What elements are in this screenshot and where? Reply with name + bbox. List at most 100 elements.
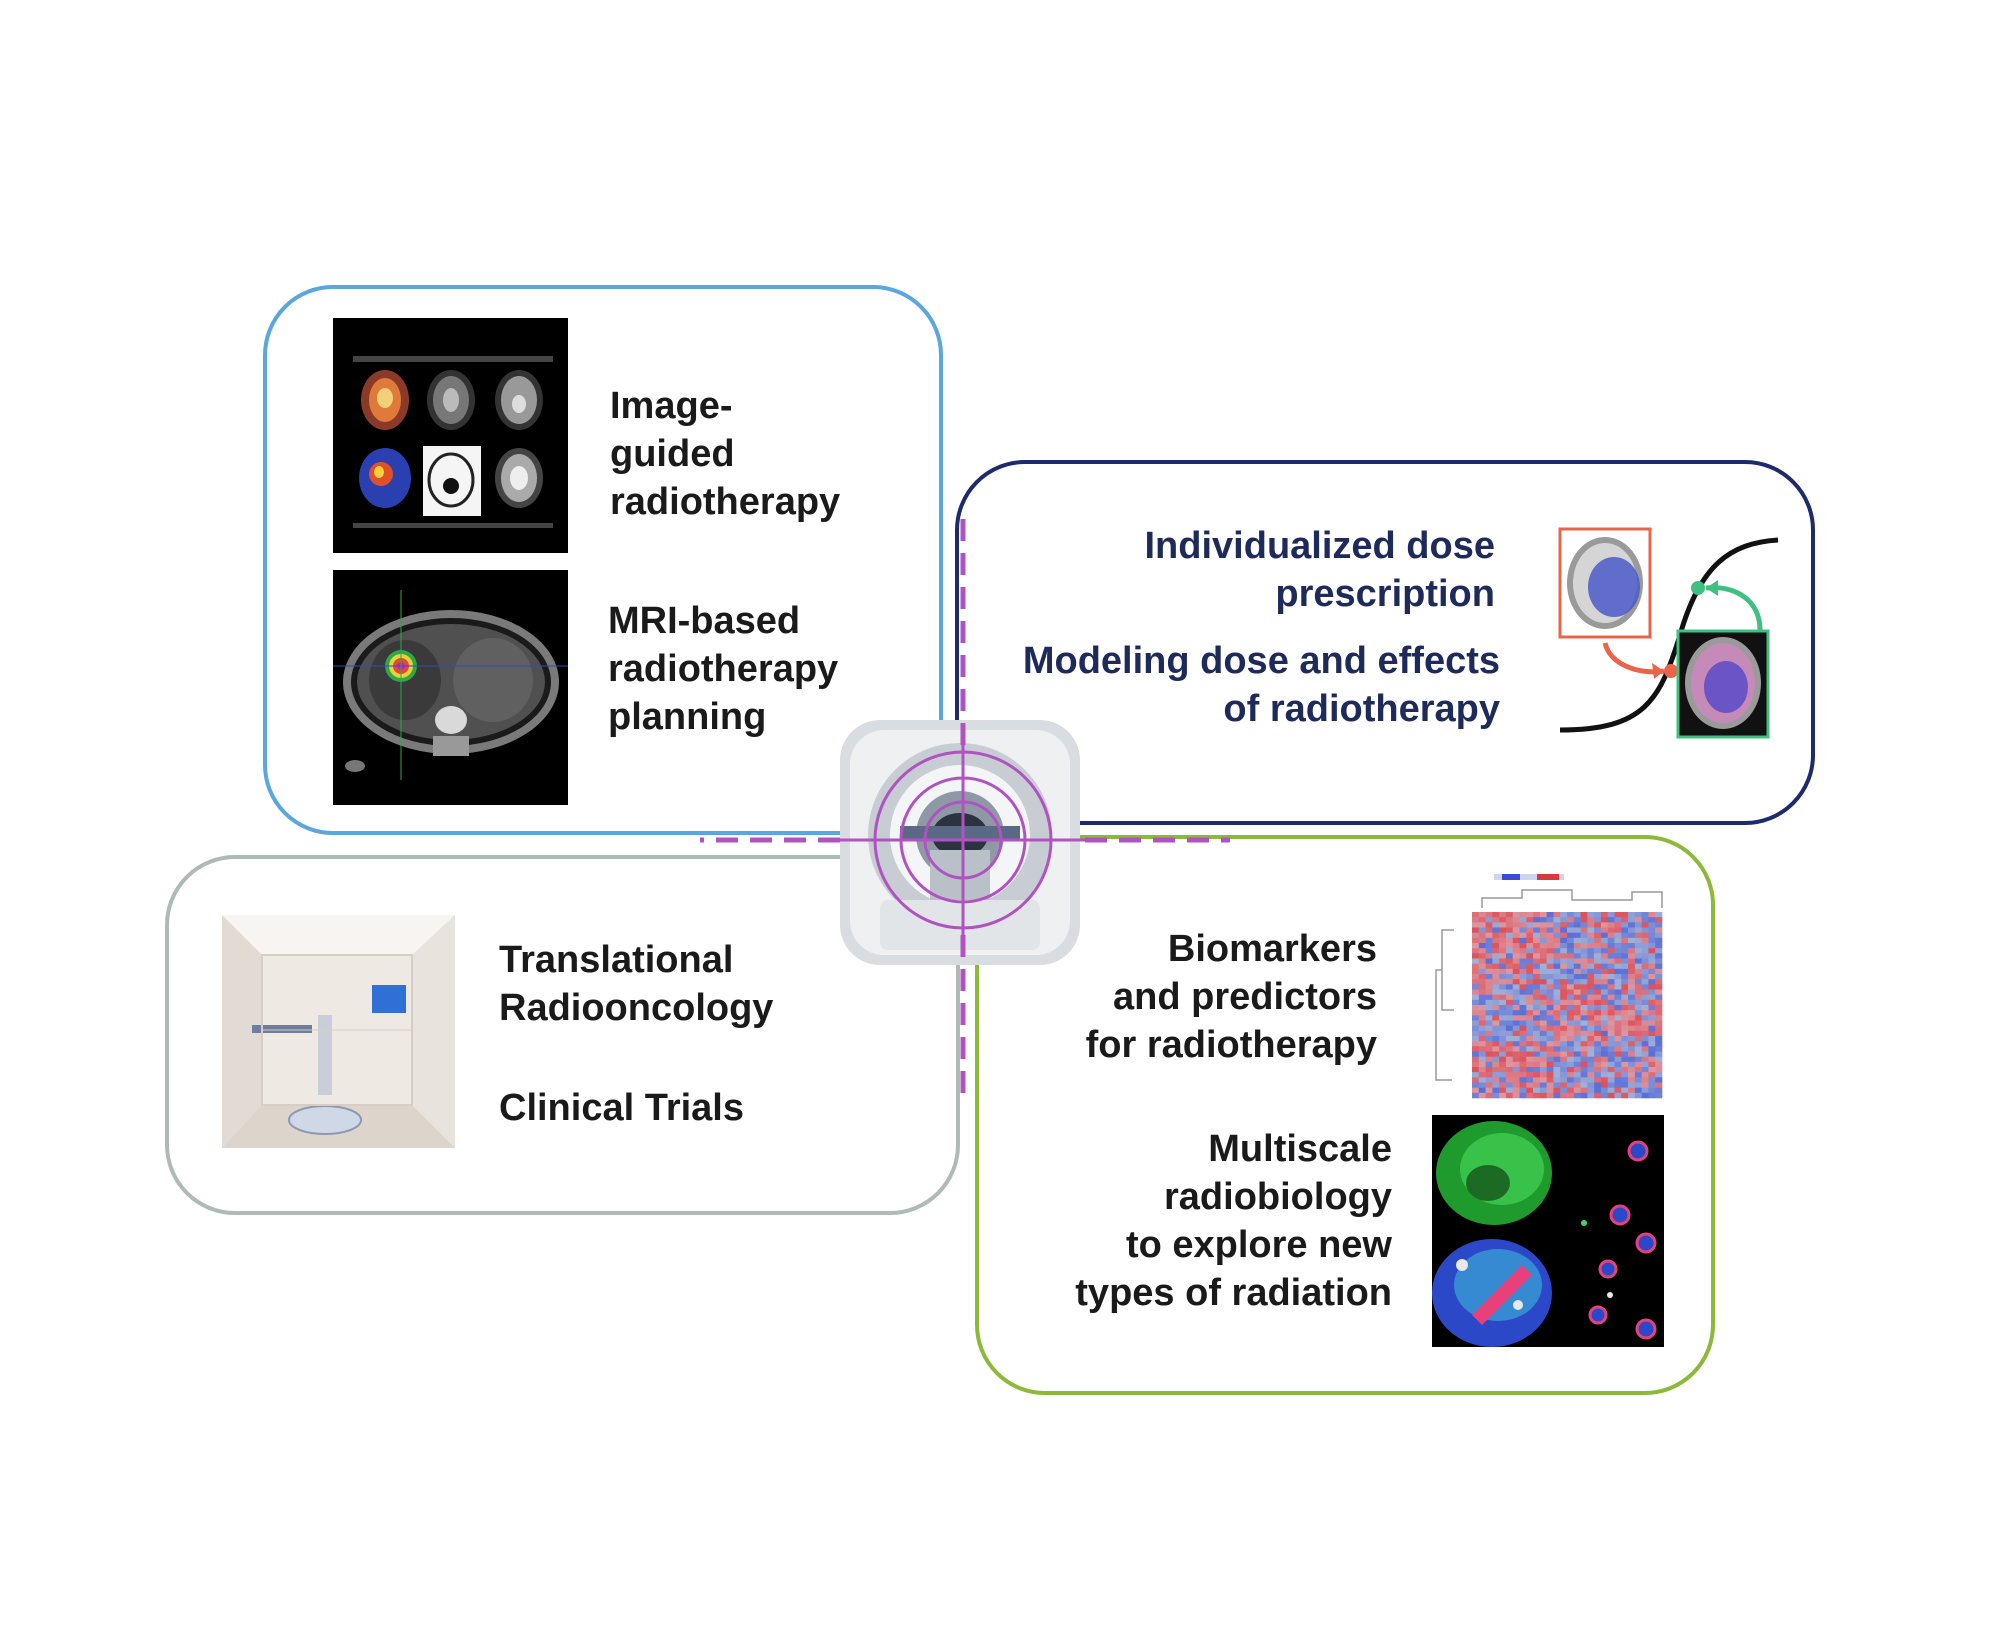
heatmap-cell bbox=[1580, 1077, 1588, 1083]
heatmap-cell bbox=[1546, 1020, 1554, 1026]
heatmap-cell bbox=[1472, 984, 1480, 990]
heatmap-cell bbox=[1553, 1005, 1561, 1011]
heatmap-cell bbox=[1580, 927, 1588, 933]
heatmap-cell bbox=[1485, 984, 1493, 990]
heatmap-cell bbox=[1485, 1092, 1493, 1099]
heatmap-cell bbox=[1478, 968, 1486, 975]
heatmap-cell bbox=[1499, 927, 1507, 933]
heatmap-cell bbox=[1472, 958, 1480, 964]
heatmap-cell bbox=[1567, 1061, 1575, 1068]
heatmap-cell bbox=[1505, 979, 1514, 985]
heatmap-cell bbox=[1472, 1041, 1480, 1047]
heatmap-cell bbox=[1505, 912, 1514, 918]
heatmap-cell bbox=[1505, 1020, 1514, 1026]
heatmap-cell bbox=[1505, 1010, 1514, 1016]
heatmap-cell bbox=[1539, 968, 1547, 975]
heatmap-cell bbox=[1607, 958, 1615, 964]
heatmap-cell bbox=[1573, 912, 1581, 918]
heatmap-cell bbox=[1587, 927, 1595, 933]
heatmap-cell bbox=[1553, 958, 1561, 964]
heatmap-cell bbox=[1539, 1082, 1547, 1088]
heatmap-cell bbox=[1533, 1072, 1541, 1078]
heatmap-cell bbox=[1641, 994, 1649, 1001]
heatmap-cell bbox=[1505, 1082, 1514, 1088]
heatmap-cell bbox=[1648, 943, 1656, 949]
heatmap-cell bbox=[1567, 1082, 1575, 1088]
heatmap-cell bbox=[1499, 1051, 1507, 1057]
individualized-dose-label: Individualized dose prescription bbox=[1144, 525, 1496, 615]
heatmap-cell bbox=[1607, 1051, 1615, 1057]
heatmap-cell bbox=[1546, 1036, 1554, 1042]
heatmap-cell bbox=[1512, 1056, 1520, 1063]
heatmap-cell bbox=[1648, 1051, 1656, 1057]
heatmap-cell bbox=[1560, 1036, 1568, 1042]
heatmap-cell bbox=[1648, 968, 1656, 975]
heatmap-cell bbox=[1614, 979, 1622, 985]
heatmap-cell bbox=[1492, 937, 1500, 944]
heatmap-cell bbox=[1539, 1010, 1547, 1016]
heatmap-cell bbox=[1567, 1015, 1575, 1021]
heatmap-cell bbox=[1560, 989, 1568, 995]
heatmap-cell bbox=[1533, 1015, 1541, 1021]
heatmap-cell bbox=[1533, 1005, 1541, 1011]
heatmap-cell bbox=[1485, 943, 1493, 949]
heatmap-cell bbox=[1567, 958, 1575, 964]
heatmap-cell bbox=[1512, 1077, 1520, 1083]
heatmap-cell bbox=[1587, 984, 1595, 990]
heatmap-cell bbox=[1512, 943, 1520, 949]
heatmap-cell bbox=[1485, 958, 1493, 964]
heatmap-cell bbox=[1499, 984, 1507, 990]
heatmap-cell bbox=[1478, 994, 1486, 1001]
heatmap-cell bbox=[1539, 932, 1547, 939]
heatmap-cell bbox=[1533, 943, 1541, 949]
heatmap-cell bbox=[1478, 958, 1486, 964]
heatmap-cell bbox=[1607, 1087, 1615, 1094]
heatmap-cell bbox=[1587, 1077, 1595, 1083]
heatmap-cell bbox=[1607, 1041, 1615, 1047]
heatmap-cell bbox=[1628, 1005, 1636, 1011]
heatmap-cell bbox=[1587, 1067, 1595, 1073]
heatmap-cell bbox=[1628, 1061, 1636, 1068]
heatmap-cell bbox=[1553, 984, 1561, 990]
heatmap-cell bbox=[1641, 1046, 1649, 1052]
heatmap-cell bbox=[1614, 1051, 1622, 1057]
heatmap-cell bbox=[1526, 1010, 1534, 1016]
heatmap-cell bbox=[1560, 1051, 1568, 1057]
heatmap-cell bbox=[1580, 922, 1588, 928]
heatmap-cell bbox=[1567, 937, 1575, 944]
heatmap-cell bbox=[1505, 984, 1514, 990]
heatmap-cell bbox=[1519, 1010, 1527, 1016]
heatmap-cell bbox=[1492, 1010, 1500, 1016]
heatmap-cell bbox=[1560, 1087, 1568, 1094]
heatmap-cell bbox=[1567, 994, 1575, 1001]
heatmap-cell bbox=[1485, 1056, 1493, 1063]
heatmap-cell bbox=[1621, 1067, 1629, 1073]
heatmap-cell bbox=[1533, 932, 1541, 939]
heatmap-cell bbox=[1634, 979, 1642, 985]
heatmap-cell bbox=[1553, 917, 1561, 923]
heatmap-cell bbox=[1600, 989, 1609, 995]
heatmap-cell bbox=[1580, 1067, 1588, 1073]
heatmap-cell bbox=[1512, 989, 1520, 995]
heatmap-cell bbox=[1628, 1010, 1636, 1016]
heatmap-cell bbox=[1594, 932, 1602, 939]
heatmap-cell bbox=[1587, 922, 1595, 928]
heatmap-cell bbox=[1472, 1005, 1480, 1011]
heatmap-cell bbox=[1505, 1005, 1514, 1011]
heatmap-cell bbox=[1472, 953, 1480, 959]
heatmap-cell bbox=[1553, 963, 1561, 970]
heatmap-cell bbox=[1614, 1041, 1622, 1047]
heatmap-cell bbox=[1553, 968, 1561, 975]
heatmap-cell bbox=[1526, 1082, 1534, 1088]
heatmap-cell bbox=[1648, 989, 1656, 995]
heatmap-cell bbox=[1573, 963, 1581, 970]
heatmap-cell bbox=[1600, 979, 1609, 985]
heatmap-cell bbox=[1600, 1020, 1609, 1026]
heatmap-cell bbox=[1628, 1087, 1636, 1094]
heatmap-cell bbox=[1594, 1072, 1602, 1078]
heatmap-cell bbox=[1628, 958, 1636, 964]
heatmap-cell bbox=[1634, 943, 1642, 949]
heatmap-cell bbox=[1526, 937, 1534, 944]
heatmap-cell bbox=[1648, 912, 1656, 918]
heatmap-cell bbox=[1499, 917, 1507, 923]
